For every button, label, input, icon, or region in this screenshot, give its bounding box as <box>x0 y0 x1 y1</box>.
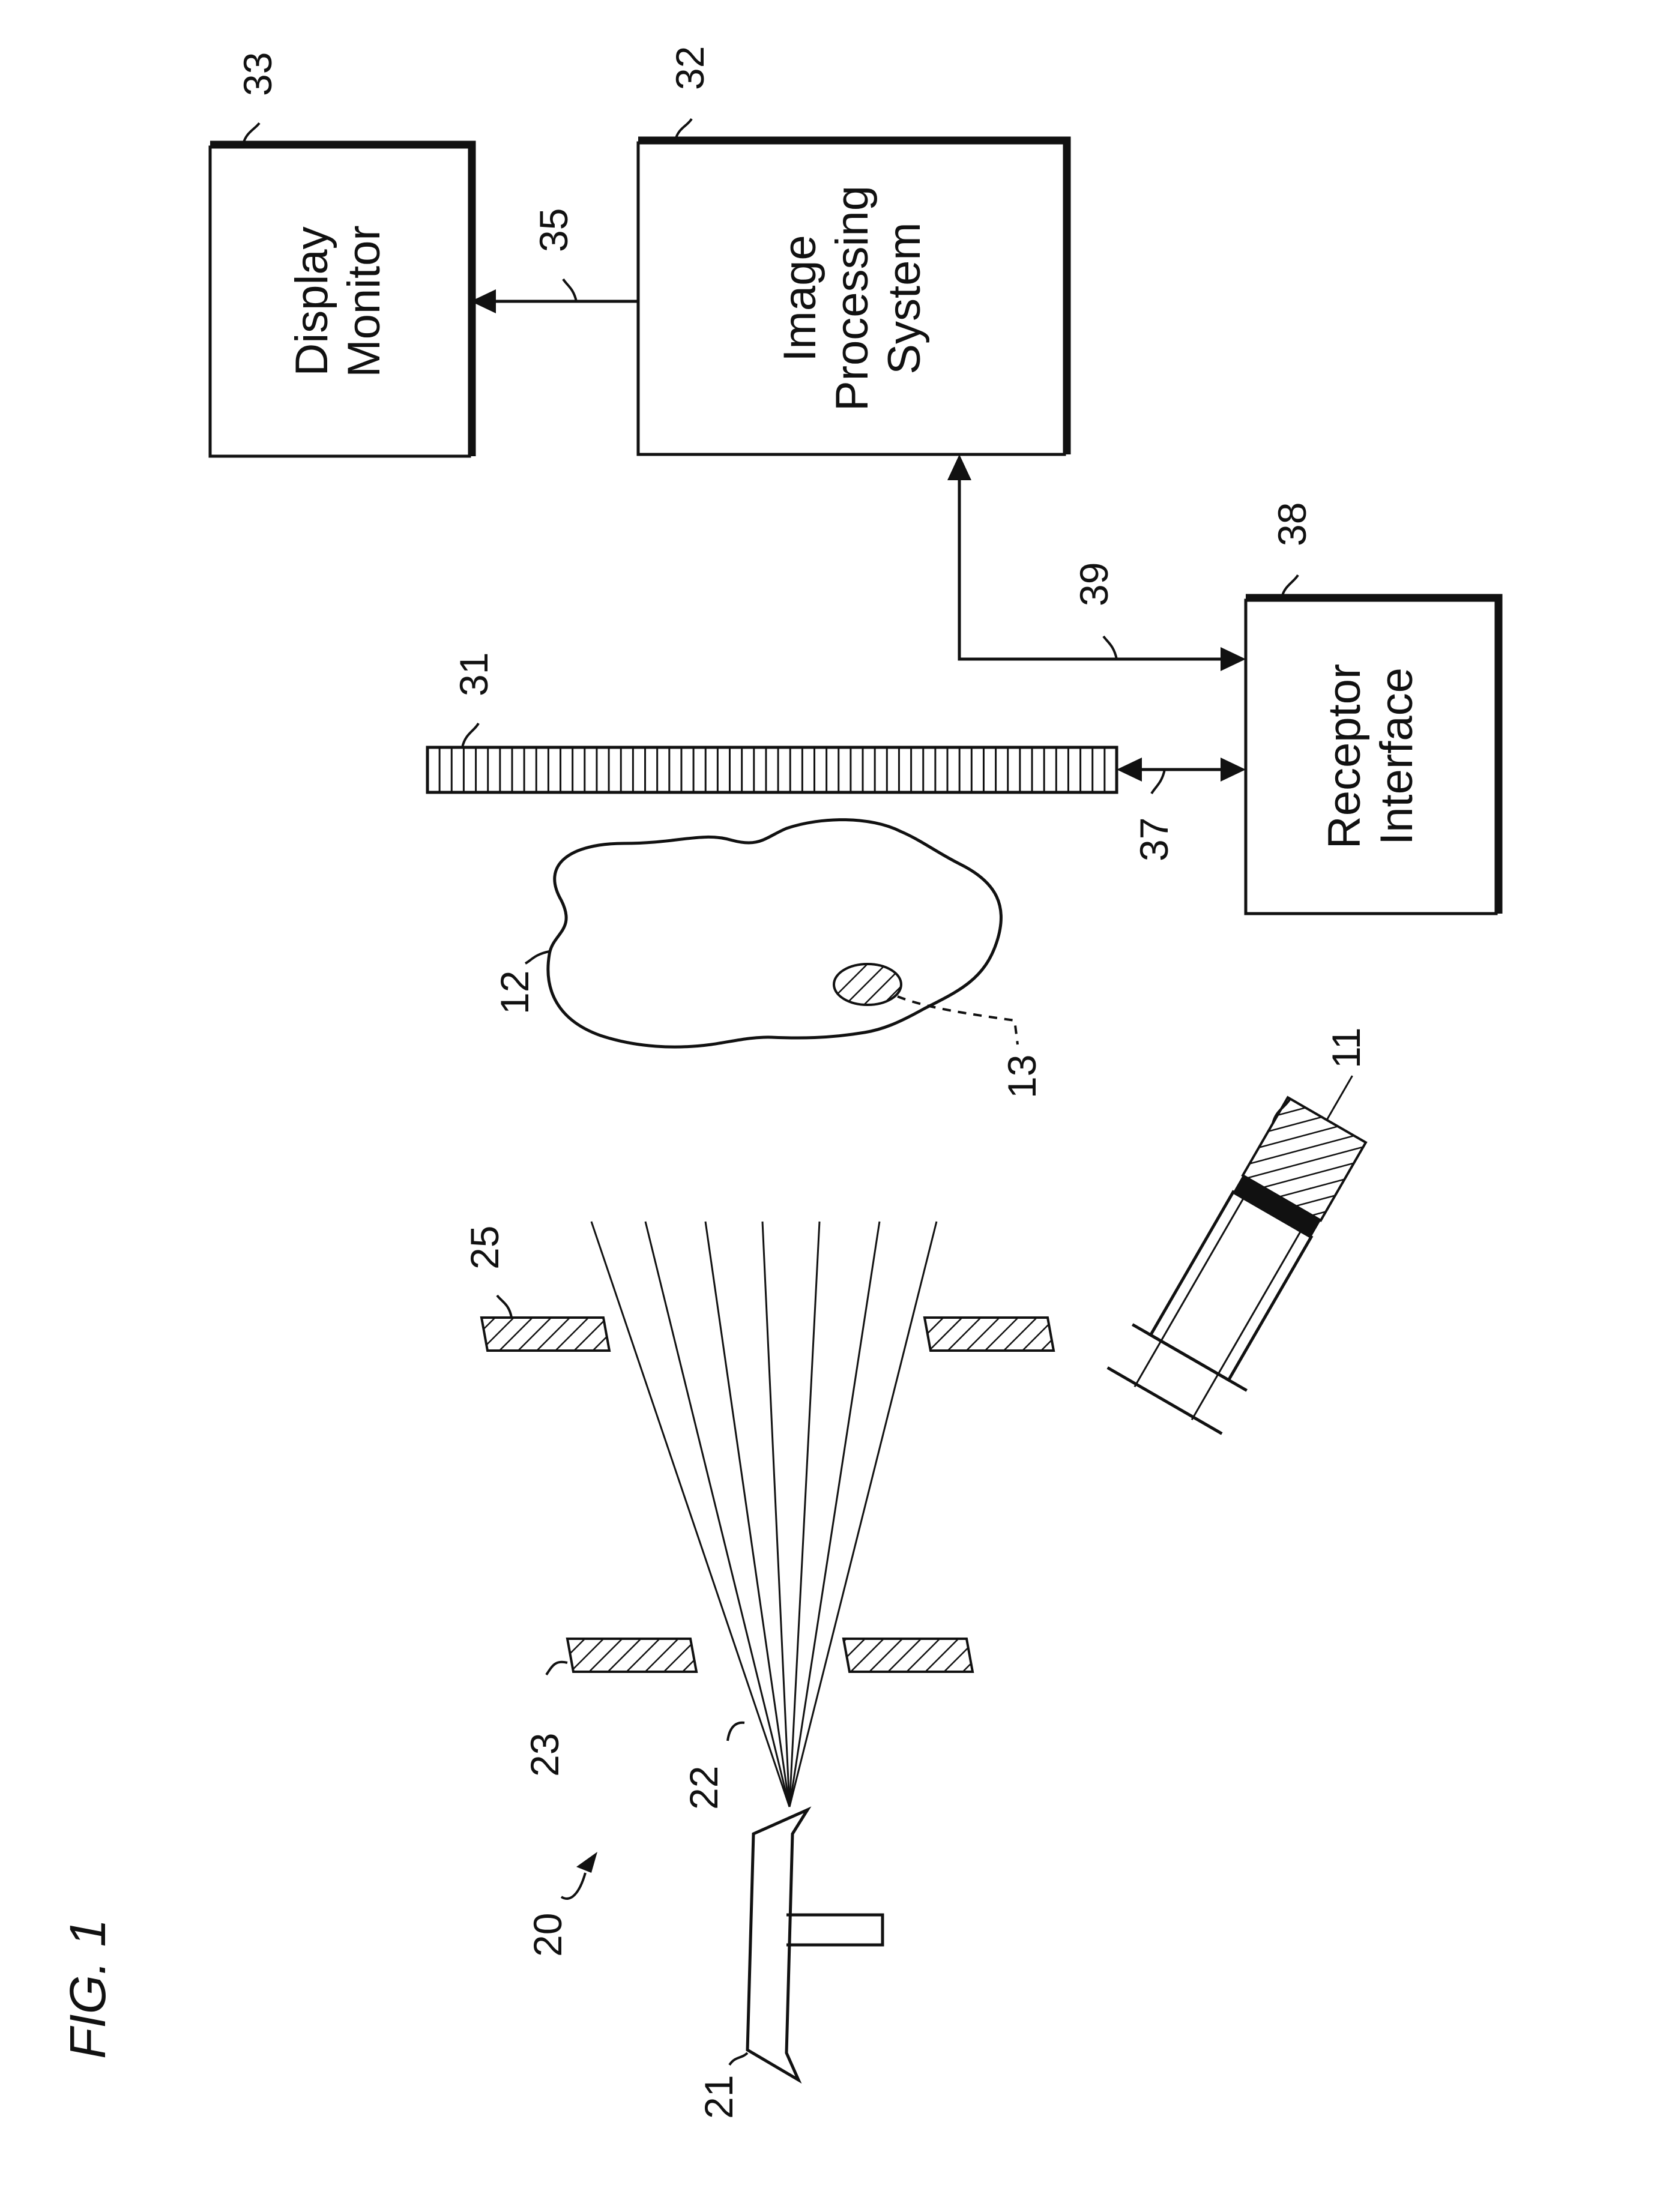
image-processing-label-line2: Processing <box>827 185 878 411</box>
arrow-into-receptor-interface-2 <box>1221 758 1246 782</box>
arrow-into-image-processing <box>947 454 971 480</box>
collimator-25-lower <box>925 1318 1054 1351</box>
image-processing-label-line3: System <box>879 222 930 374</box>
ref-11: 11 <box>1324 1027 1368 1068</box>
ref-33: 33 <box>235 52 280 96</box>
syringe-11 <box>1106 1043 1410 1436</box>
ref-20: 20 <box>525 1913 570 1957</box>
figure-label: FIG. 1 <box>59 1919 116 2059</box>
ref-38: 38 <box>1270 502 1314 546</box>
image-processing-label-line1: Image <box>774 235 825 361</box>
ref-12: 12 <box>492 971 537 1014</box>
receptor-interface-block: Receptor Interface <box>1246 597 1499 914</box>
receptor-31 <box>427 747 1117 792</box>
ref-32: 32 <box>668 46 712 90</box>
beam-ray <box>789 1222 880 1807</box>
collimator-23-lower <box>844 1639 973 1672</box>
xray-source-21 <box>747 1810 883 2080</box>
ref-23: 23 <box>522 1733 567 1777</box>
beam-ray <box>591 1222 789 1807</box>
arrow-into-receptor <box>1117 758 1142 782</box>
collimator-25-upper <box>481 1318 609 1351</box>
xray-beam-22 <box>591 1222 937 1807</box>
system-20-arrow <box>561 1852 597 1899</box>
ref-13: 13 <box>1000 1055 1044 1098</box>
display-monitor-label-line1: Display <box>286 226 337 376</box>
display-monitor-label-line2: Monitor <box>339 225 390 377</box>
image-processing-system-block: Image Processing System <box>638 140 1067 454</box>
arrow-into-receptor-interface <box>1221 647 1246 671</box>
ref-39: 39 <box>1072 562 1116 606</box>
ref-22: 22 <box>681 1766 726 1810</box>
beam-ray <box>789 1222 819 1807</box>
subject-12 <box>548 820 1001 1047</box>
lesion-13 <box>834 964 901 1005</box>
collimator-23-upper <box>567 1639 696 1672</box>
ref-25: 25 <box>462 1226 507 1270</box>
beam-ray <box>789 1222 937 1807</box>
receptor-interface-label-line2: Interface <box>1371 668 1422 845</box>
ref-35: 35 <box>531 208 576 252</box>
ref-21: 21 <box>696 2075 741 2119</box>
ref-37: 37 <box>1132 818 1176 861</box>
receptor-interface-label-line1: Receptor <box>1319 664 1370 849</box>
ref-31: 31 <box>451 652 496 696</box>
display-monitor-block: Display Monitor <box>210 144 472 456</box>
